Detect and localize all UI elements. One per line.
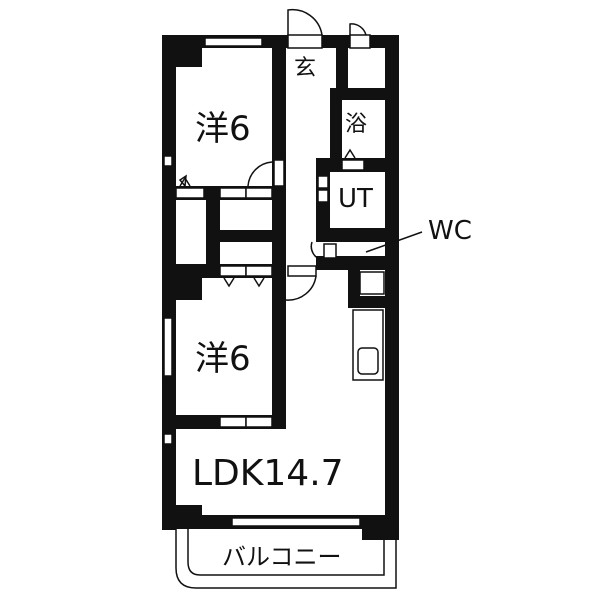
room-label-utility: UT	[338, 184, 373, 214]
room-label-toilet: WC	[428, 216, 472, 246]
room-label-bath: 浴	[345, 112, 368, 137]
room-label-balcony: バルコニー	[222, 543, 342, 571]
room-label-entrance: 玄	[294, 56, 317, 81]
room-label-ldk: LDK14.7	[192, 453, 344, 494]
wall-east	[385, 35, 399, 530]
room-label-western-2: 洋6	[195, 339, 251, 379]
room-label-western-1: 洋6	[195, 109, 251, 149]
